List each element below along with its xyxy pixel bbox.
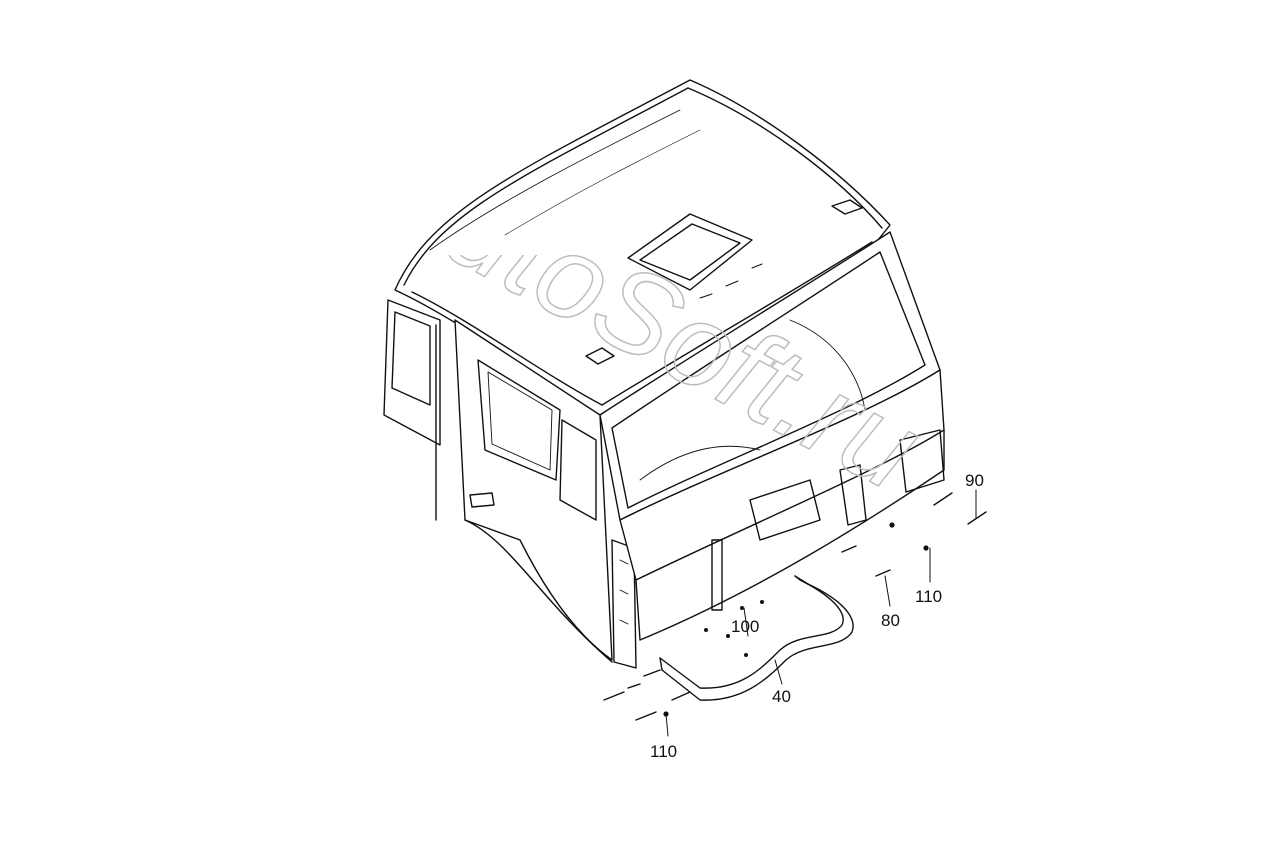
step-bar xyxy=(659,575,854,701)
pin-90-a xyxy=(933,492,953,506)
pin-110-b xyxy=(635,711,657,721)
callout-100: 100 xyxy=(731,617,760,636)
pin-110-c xyxy=(671,691,691,701)
bolts xyxy=(663,522,929,717)
callout-40: 40 xyxy=(772,687,791,706)
pin-110-e xyxy=(627,683,641,689)
pin-80-b xyxy=(875,569,891,577)
callout-110-left: 110 xyxy=(650,742,678,761)
callout-80: 80 xyxy=(881,611,900,630)
pin-110-d xyxy=(643,669,661,677)
front-panel xyxy=(619,369,945,641)
pin-90-b xyxy=(967,511,987,525)
pin-80-a xyxy=(841,545,857,553)
callout-90: 90 xyxy=(965,471,984,490)
roof-hatch xyxy=(627,213,763,299)
roof-bracket xyxy=(585,347,615,365)
callout-110-right: 110 xyxy=(915,587,943,606)
cab-side-wall xyxy=(454,319,613,663)
side-window xyxy=(477,359,597,521)
leader-lines xyxy=(665,489,977,737)
pin-110-a xyxy=(603,691,625,701)
roof-vent xyxy=(831,199,863,215)
rear-door xyxy=(383,299,441,521)
door-handle xyxy=(469,492,495,508)
